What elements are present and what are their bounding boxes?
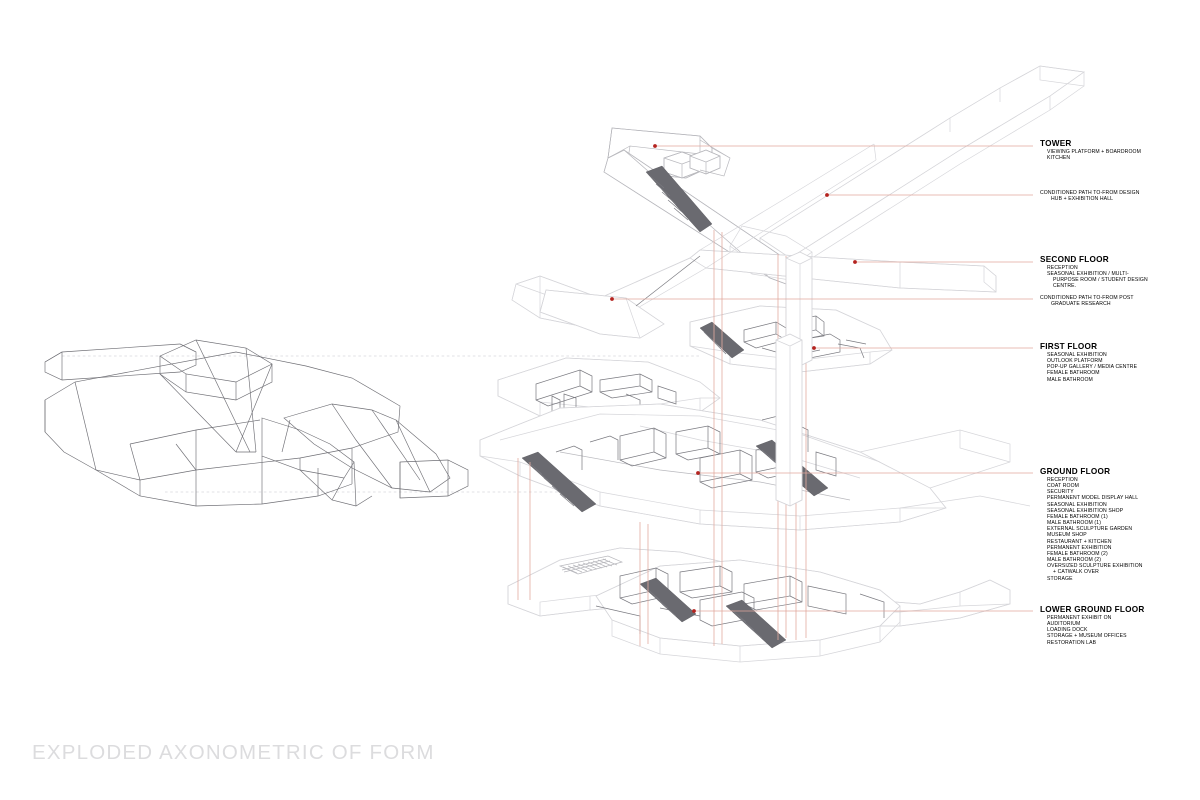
- lower-ground-floor-level: [507, 547, 1011, 663]
- ground-floor-level: [479, 357, 1031, 531]
- annotation-conditioned-path-design-hub: CONDITIONED PATH TO-FROM DESIGN HUB + EX…: [1040, 190, 1140, 203]
- annotation-item: FEMALE BATHROOM: [1047, 370, 1100, 377]
- annotation-second-floor: SECOND FLOOR RECEPTION SEASONAL EXHIBITI…: [1040, 255, 1148, 290]
- annotation-item: PERMANENT EXHIBITION: [1047, 544, 1112, 551]
- annotation-item: FEMALE BATHROOM (2): [1047, 550, 1108, 557]
- annotation-first-floor: FIRST FLOOR SEASONAL EXHIBITION OUTLOOK …: [1040, 342, 1137, 383]
- leader-dot-second-floor: [853, 260, 857, 264]
- lower-ground-stair-west: [639, 577, 697, 623]
- leader-dot-tower: [653, 144, 657, 148]
- leader-dot-first-floor: [812, 346, 816, 350]
- annotation-heading: FIRST FLOOR: [1040, 342, 1098, 351]
- annotation-item: STORAGE: [1047, 575, 1073, 582]
- tower-stair: [645, 165, 713, 233]
- annotation-item: PERMANENT MODEL DISPLAY HALL: [1047, 495, 1139, 502]
- annotation-item: CONDITIONED PATH TO-FROM DESIGN: [1040, 190, 1140, 196]
- leader-lines: [610, 144, 1033, 613]
- annotation-item: VIEWING PLATFORM + BOARDROOM: [1047, 149, 1141, 155]
- annotation-item: LOADING DOCK: [1047, 627, 1088, 634]
- vertical-alignment-lines: [517, 230, 813, 646]
- annotation-item: FEMALE BATHROOM (1): [1047, 513, 1108, 520]
- annotation-lower-ground-floor: LOWER GROUND FLOOR PERMANENT EXHIBIT ON …: [1040, 605, 1145, 646]
- annotation-heading: SECOND FLOOR: [1040, 255, 1109, 264]
- annotation-tower: TOWER VIEWING PLATFORM + BOARDROOM KITCH…: [1040, 139, 1141, 161]
- annotation-item: PERMANENT EXHIBIT ON: [1047, 615, 1112, 621]
- ground-floor-stair-west: [521, 451, 597, 513]
- annotation-item: POP-UP GALLERY / MEDIA CENTRE: [1047, 364, 1138, 371]
- annotation-item: MALE BATHROOM: [1047, 376, 1093, 383]
- tower-level: [603, 65, 1085, 285]
- second-floor-level: [511, 143, 997, 339]
- annotation-item: HUB + EXHIBITION HALL: [1051, 196, 1114, 203]
- annotation-item: STORAGE + MUSEUM OFFICES: [1047, 633, 1127, 640]
- lower-ground-stair-east: [725, 599, 787, 649]
- page-title: EXPLODED AXONOMETRIC OF FORM: [32, 741, 435, 764]
- annotation-item: KITCHEN: [1047, 155, 1071, 162]
- annotation-item: AUDITORIUM: [1047, 621, 1081, 628]
- annotation-heading: LOWER GROUND FLOOR: [1040, 605, 1145, 614]
- annotation-ground-floor: GROUND FLOOR RECEPTION COAT ROOM SECURIT…: [1040, 467, 1143, 582]
- leader-dot-path-design-hub: [825, 193, 829, 197]
- annotation-item: RESTAURANT + KITCHEN: [1047, 538, 1112, 545]
- annotation-item: RECEPTION: [1047, 265, 1078, 271]
- annotation-item: PURPOSE ROOM / STUDENT DESIGN: [1053, 277, 1148, 284]
- annotation-item: MUSEUM SHOP: [1047, 532, 1087, 539]
- leader-dot-path-post-graduate: [610, 297, 614, 301]
- annotation-item: EXTERNAL SCULPTURE GARDEN: [1047, 526, 1133, 533]
- annotation-item: CONDITIONED PATH TO-FROM POST: [1040, 295, 1134, 301]
- annotation-heading: TOWER: [1040, 139, 1072, 148]
- annotation-conditioned-path-post-graduate: CONDITIONED PATH TO-FROM POST GRADUATE R…: [1040, 295, 1134, 308]
- annotation-item: MALE BATHROOM (1): [1047, 520, 1102, 527]
- annotation-heading: GROUND FLOOR: [1040, 467, 1111, 476]
- annotation-item: CENTRE.: [1053, 283, 1077, 290]
- leader-dot-lower-ground-floor: [692, 609, 696, 613]
- annotation-item: SEASONAL EXHIBITION SHOP: [1047, 507, 1124, 514]
- annotation-item: SEASONAL EXHIBITION: [1047, 501, 1107, 508]
- annotation-item: + CATWALK OVER: [1053, 569, 1099, 576]
- annotation-item: RECEPTION: [1047, 477, 1078, 483]
- annotation-item: RESTORATION LAB: [1047, 639, 1097, 646]
- annotation-item: SEASONAL EXHIBITION / MULTI-: [1047, 271, 1129, 278]
- annotation-item: COAT ROOM: [1047, 483, 1080, 490]
- annotation-item: SEASONAL EXHIBITION: [1047, 352, 1107, 358]
- site-massing-model: [44, 339, 469, 507]
- annotation-item: SECURITY: [1047, 489, 1074, 496]
- leader-dot-ground-floor: [696, 471, 700, 475]
- annotation-item: GRADUATE RESEARCH: [1051, 301, 1111, 308]
- annotation-item: OVERSIZED SCULPTURE EXHIBITION: [1047, 563, 1143, 570]
- annotation-item: MALE BATHROOM (2): [1047, 557, 1102, 564]
- annotation-item: OUTLOOK PLATFORM: [1047, 358, 1103, 365]
